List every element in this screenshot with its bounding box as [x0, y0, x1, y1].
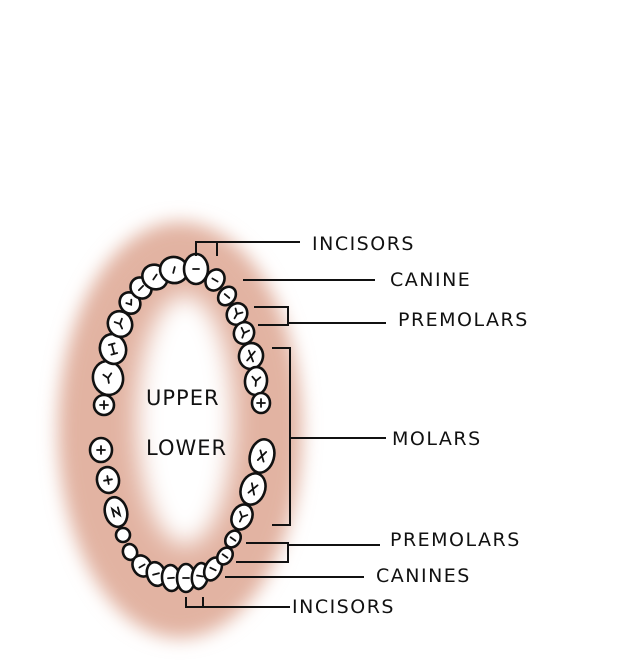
- tooth: [88, 436, 114, 464]
- tooth: [243, 365, 269, 397]
- tooth: [175, 562, 197, 594]
- tooth: [103, 495, 129, 529]
- tooth: [248, 437, 276, 475]
- tooth: [92, 393, 116, 417]
- tooth: [225, 301, 249, 327]
- tooth: [223, 529, 243, 549]
- label-premolars-lower: PREMOLARS: [390, 529, 521, 551]
- tooth: [95, 465, 121, 495]
- label-molars: MOLARS: [392, 428, 482, 450]
- label-canines: CANINES: [376, 565, 471, 587]
- label-incisors-upper: INCISORS: [312, 233, 415, 255]
- leader-lines: [185, 241, 386, 608]
- tooth: [216, 285, 238, 307]
- label-premolars-upper: PREMOLARS: [398, 309, 529, 331]
- tooth: [98, 332, 128, 366]
- tooth: [204, 268, 226, 292]
- tooth: [237, 341, 265, 371]
- teeth: [88, 252, 276, 594]
- lower-label: LOWER: [146, 436, 227, 460]
- label-incisors-lower: INCISORS: [292, 596, 395, 618]
- label-canine: CANINE: [390, 269, 471, 291]
- upper-label: UPPER: [146, 386, 220, 410]
- tooth: [232, 320, 256, 346]
- tooth: [239, 472, 267, 506]
- tooth: [91, 359, 125, 397]
- tooth: [114, 526, 132, 544]
- tooth: [106, 309, 134, 339]
- tooth: [250, 391, 272, 415]
